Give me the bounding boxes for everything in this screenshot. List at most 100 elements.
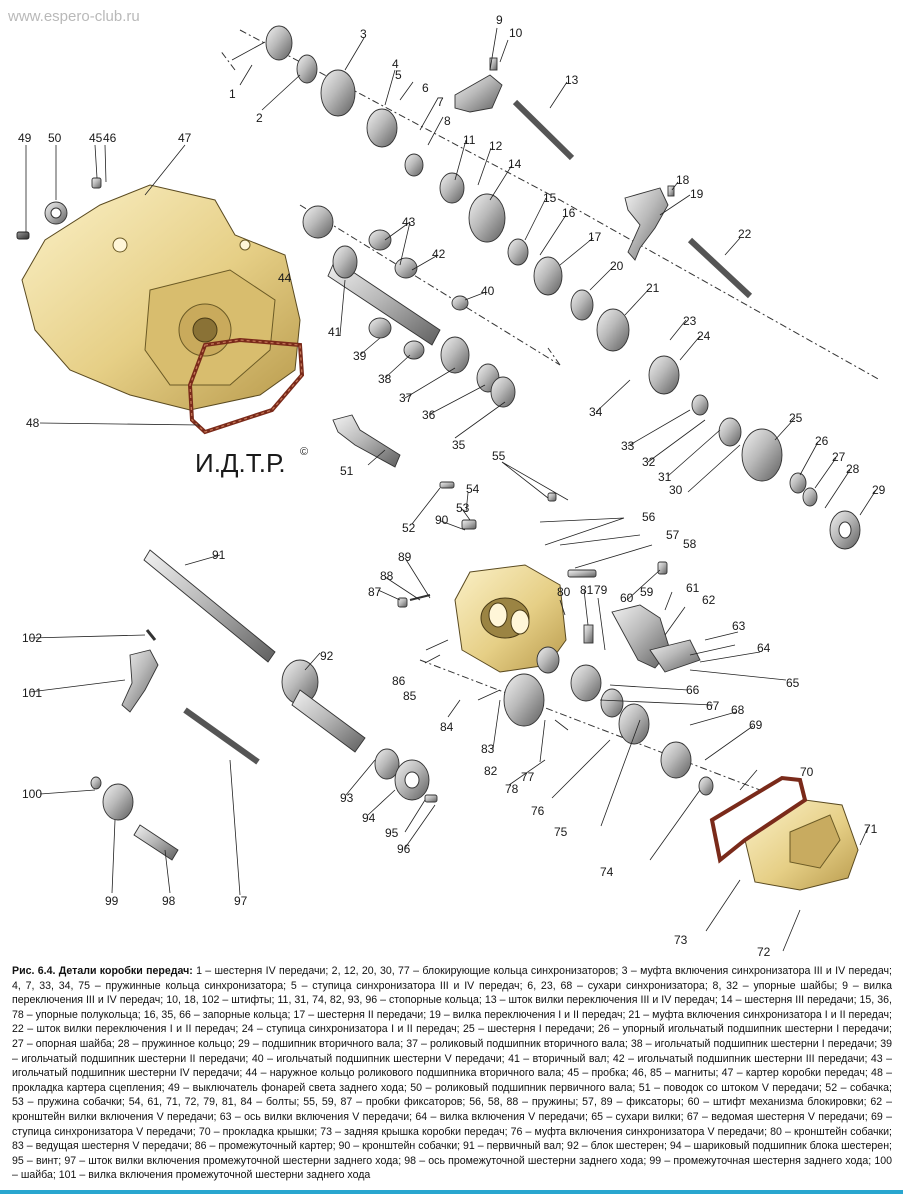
assembly-axes (219, 29, 881, 791)
fifth-gear-fork-assembly (583, 604, 701, 673)
part-label: 96 (397, 842, 411, 856)
part-label: 10 (509, 26, 523, 40)
part-label: 13 (565, 73, 579, 87)
part-label: 67 (706, 699, 720, 713)
upper-gear-chain (265, 25, 861, 550)
part-label: 78 (505, 782, 519, 796)
part-label: 77 (521, 770, 535, 784)
part-label: 101 (22, 686, 42, 700)
part-label: 4 (392, 57, 399, 71)
part-label: 75 (554, 825, 568, 839)
part-label: 25 (789, 411, 803, 425)
part-label: 14 (508, 157, 522, 171)
part-label: 3 (360, 27, 367, 41)
part-label: 61 (686, 581, 700, 595)
part-label: 64 (757, 641, 771, 655)
signature-mark: © (300, 446, 308, 458)
part-label: 81 (580, 583, 594, 597)
part-label: 24 (697, 329, 711, 343)
part-label: 53 (456, 501, 470, 515)
part-label: 15 (543, 191, 557, 205)
figure-title: Рис. 6.4. Детали коробки передач: (12, 965, 193, 977)
part-label: 98 (162, 894, 176, 908)
part-label: 94 (362, 811, 376, 825)
fifth-gear-set (503, 646, 714, 796)
part-label: 8 (444, 114, 451, 128)
part-label: 87 (368, 585, 382, 599)
part-label: 20 (610, 259, 624, 273)
part-label: 93 (340, 791, 354, 805)
part-label: 95 (385, 826, 399, 840)
part-label: 60 (620, 591, 634, 605)
part-label: 102 (22, 631, 42, 645)
part-label: 31 (658, 470, 672, 484)
part-label: 76 (531, 804, 545, 818)
part-label: 74 (600, 865, 614, 879)
part-label: 80 (557, 585, 571, 599)
plug-and-magnet (91, 177, 102, 189)
part-label: 100 (22, 787, 42, 801)
part-label: 63 (732, 619, 746, 633)
reverse-fork-and-rod (121, 629, 260, 765)
part-label: 41 (328, 325, 342, 339)
part-label: 34 (589, 405, 603, 419)
part-label: 89 (398, 550, 412, 564)
part-label: 66 (686, 683, 700, 697)
part-label: 58 (683, 537, 697, 551)
part-label: 84 (440, 720, 454, 734)
part-label: 9 (496, 13, 503, 27)
part-label: 59 (640, 585, 654, 599)
part-label: 62 (702, 593, 716, 607)
exploded-gearbox-diagram: И.Д.Т.Р. © 1 2 3 4 5 6 7 8 9 10 11 12 13… (16, 13, 886, 959)
bottom-rule (0, 1190, 903, 1194)
input-shaft (143, 549, 438, 803)
part-label: 5 (395, 68, 402, 82)
rear-cover-gasket (709, 775, 808, 864)
part-label: 92 (320, 649, 334, 663)
part-label: 83 (481, 742, 495, 756)
input-shaft-roller-bearing (44, 201, 68, 225)
part-label: 90 (435, 513, 449, 527)
intermediate-housing (454, 564, 567, 673)
part-label: 1 (229, 87, 236, 101)
watermark: www.espero-club.ru (8, 8, 140, 25)
part-label: 44 (278, 271, 292, 285)
part-label: 27 (832, 450, 846, 464)
part-label: 86 (392, 674, 406, 688)
part-label: 55 (492, 449, 506, 463)
part-label: 48 (26, 416, 40, 430)
reverse-light-switch (16, 231, 30, 240)
part-labels: 1 2 3 4 5 6 7 8 9 10 11 12 13 14 15 16 1… (18, 13, 886, 959)
part-label: 2 (256, 111, 263, 125)
figure-legend: 1 – шестерня IV передачи; 2, 12, 20, 30,… (12, 965, 892, 1182)
part-label: 36 (422, 408, 436, 422)
part-label: 16 (562, 206, 576, 220)
shift-forks-upper (454, 57, 753, 299)
part-label: 97 (234, 894, 248, 908)
signature-text: И.Д.Т.Р. (195, 448, 286, 478)
part-label: 43 (402, 215, 416, 229)
part-label: 37 (399, 391, 413, 405)
part-label: 50 (48, 131, 62, 145)
part-label: 99 (105, 894, 119, 908)
output-shaft (302, 205, 516, 408)
part-label: 70 (800, 765, 814, 779)
reverse-idler-gear (90, 776, 179, 861)
part-label: 6 (422, 81, 429, 95)
part-label: 19 (690, 187, 704, 201)
part-label: 11 (463, 133, 476, 147)
part-label: 12 (489, 139, 503, 153)
part-label: 32 (642, 455, 656, 469)
part-label: 23 (683, 314, 697, 328)
part-label: 51 (340, 464, 354, 478)
part-label: 69 (749, 718, 763, 732)
part-label: 72 (757, 945, 771, 959)
part-label: 91 (212, 548, 226, 562)
part-label: 35 (452, 438, 466, 452)
part-label: 49 (18, 131, 32, 145)
signature: И.Д.Т.Р. © (195, 446, 308, 478)
part-label: 73 (674, 933, 688, 947)
rear-cover (744, 799, 859, 891)
part-label: 85 (403, 689, 417, 703)
part-label: 56 (642, 510, 656, 524)
